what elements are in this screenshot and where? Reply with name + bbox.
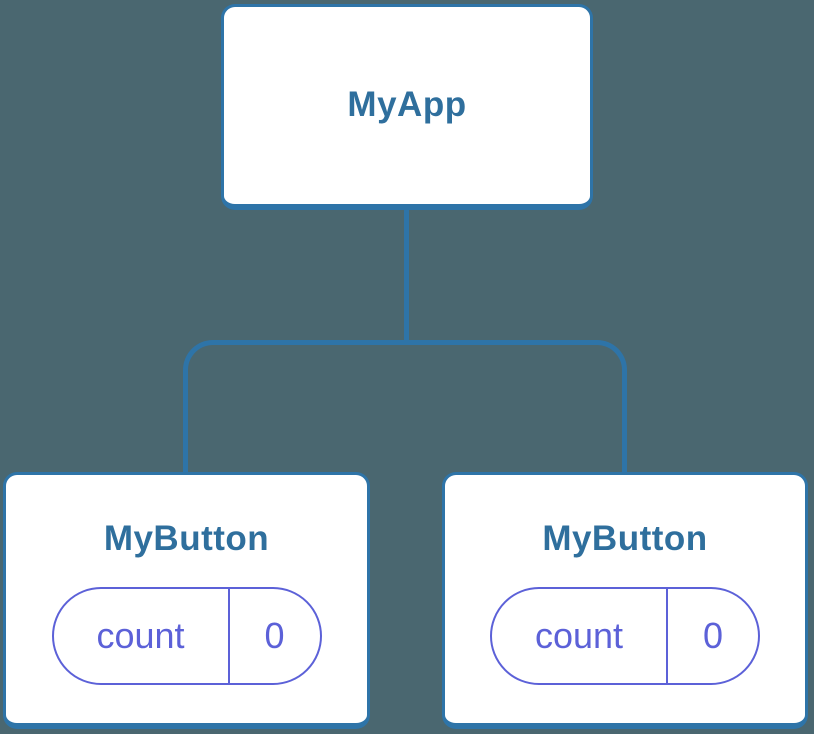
state-value: 0 (702, 615, 724, 657)
root-component-label: MyApp (347, 85, 467, 125)
state-pill: count 0 (51, 587, 322, 686)
connector-bracket-line (183, 340, 627, 474)
child-component-card-right: MyButton count 0 (442, 472, 808, 729)
child-component-label: MyButton (542, 519, 708, 558)
state-value: 0 (264, 615, 285, 657)
child-component-label: MyButton (103, 519, 270, 558)
state-pill: count 0 (490, 587, 760, 686)
connector-stem-line (404, 209, 409, 342)
child-component-card-left: MyButton count 0 (3, 472, 370, 729)
state-key: count (492, 589, 668, 684)
state-key: count (54, 589, 230, 684)
root-component-card: MyApp (221, 4, 593, 210)
